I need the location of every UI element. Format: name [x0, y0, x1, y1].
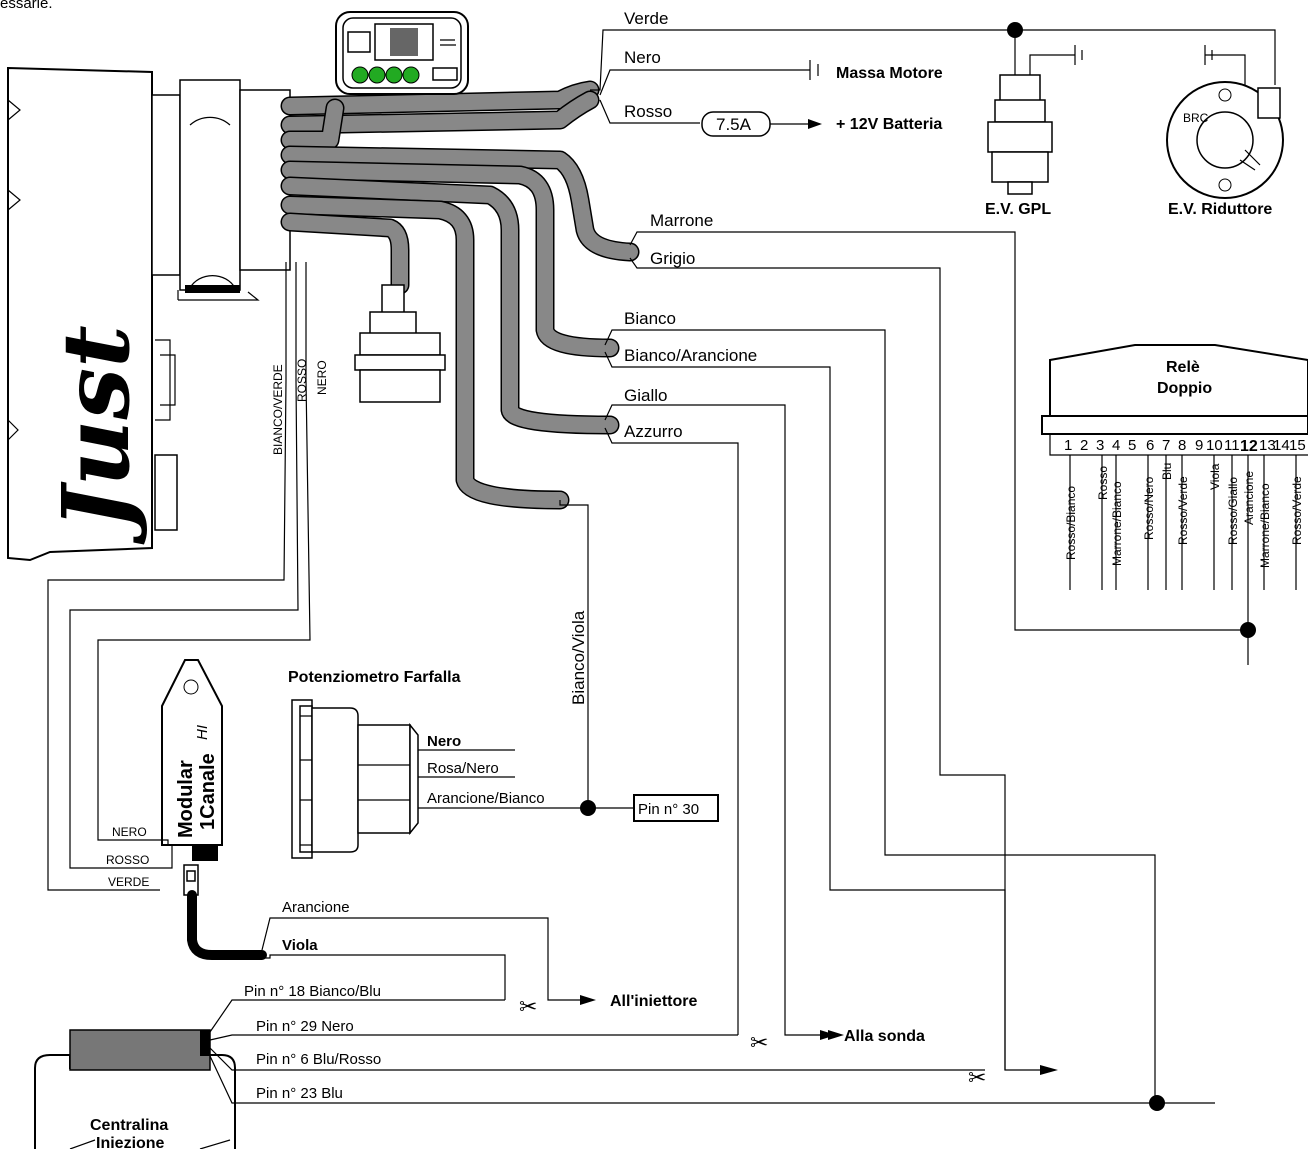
modular-1canale	[161, 659, 223, 896]
label-ev-riduttore: E.V. Riduttore	[1168, 201, 1272, 218]
rele-pin: 5	[1128, 437, 1136, 454]
rele-pin: 8	[1178, 437, 1186, 454]
rele-pin: 11	[1224, 437, 1240, 454]
rele-wire-label: Marrone/Bianco	[1258, 483, 1272, 568]
wire-label-giallo: Giallo	[624, 386, 667, 405]
wire-label-bianco-arancione: Bianco/Arancione	[624, 346, 757, 365]
centralina-label-1: Centralina	[90, 1117, 168, 1134]
rele-wire-label: Rosso	[1096, 466, 1110, 500]
rele-pin: 9	[1195, 437, 1203, 454]
centralina-iniezione	[34, 1029, 236, 1149]
rele-doppio	[1041, 344, 1308, 456]
wire-label-verde: Verde	[624, 9, 668, 28]
pin30-box	[633, 794, 719, 822]
modular-label-2: 1Canale	[197, 753, 219, 830]
rele-wire-label: Blu	[1160, 463, 1174, 480]
rele-wire-label: Viola	[1208, 463, 1222, 490]
rele-pin: 2	[1080, 437, 1088, 454]
modular-wire-rosso: ROSSO	[106, 853, 149, 867]
ev-riduttore-valve: BRC	[1166, 45, 1284, 199]
label-bianco-verde: BIANCO/VERDE	[271, 364, 285, 455]
wire-label-grigio: Grigio	[650, 249, 695, 268]
cable-bundle	[280, 80, 640, 510]
rele-pin: 10	[1206, 437, 1223, 454]
main-ecu-unit: Just	[7, 66, 291, 562]
pin6-label: Pin n° 6 Blu/Rosso	[256, 1051, 381, 1068]
rele-pin-wires: Rosso/Bianco Rosso Marrone/Bianco Rosso/…	[1064, 455, 1304, 665]
label-alla-sonda: Alla sonda	[844, 1028, 925, 1045]
pin23-label: Pin n° 23 Blu	[256, 1085, 343, 1102]
rele-wire-label: Arancione	[1242, 471, 1256, 525]
pin18-label: Pin n° 18 Bianco/Blu	[244, 983, 381, 1000]
rele-pin: 13	[1259, 437, 1276, 454]
svg-text:✂: ✂	[519, 995, 537, 1020]
pin30-label: Pin n° 30	[638, 801, 699, 818]
wire-label-bianco: Bianco	[624, 309, 676, 328]
rele-title-1: Relè	[1166, 359, 1200, 376]
fuse-label: 7.5A	[716, 115, 752, 134]
pot-wire-arancione-bianco: Arancione/Bianco	[427, 790, 545, 807]
modular-wire-arancione: Arancione	[282, 899, 350, 916]
svg-text:✂: ✂	[968, 1066, 986, 1091]
rele-pin: 4	[1112, 437, 1120, 454]
label-all-iniettore: All'iniettore	[610, 993, 697, 1010]
pot-wire-nero: Nero	[427, 733, 461, 750]
rele-pin: 7	[1162, 437, 1170, 454]
rele-pin: 12	[1240, 438, 1258, 455]
potenziometro-title: Potenziometro Farfalla	[288, 669, 461, 686]
rele-pin-numbers: 1 2 3 4 5 6 7 8 9 10 11 12 13 14 15	[1064, 437, 1306, 455]
label-brc: BRC	[1183, 111, 1209, 125]
label-rosso: ROSSO	[295, 359, 309, 402]
scissors-icon: ✂	[519, 995, 537, 1020]
cable-connector	[354, 284, 446, 403]
rele-title-2: Doppio	[1157, 380, 1212, 397]
modular-wire-nero: NERO	[112, 825, 147, 839]
selector-switch	[335, 11, 469, 95]
pin29-label: Pin n° 29 Nero	[256, 1018, 354, 1035]
label-ev-gpl: E.V. GPL	[985, 201, 1051, 218]
wire-label-bianco-viola: Bianco/Viola	[569, 610, 588, 705]
rele-pin: 14	[1273, 437, 1290, 454]
rele-pin: 15	[1289, 437, 1306, 454]
rele-wire-label: Marrone/Bianco	[1110, 481, 1124, 566]
modular-wire-verde: VERDE	[108, 875, 149, 889]
modular-hi: HI	[194, 725, 211, 740]
logo-text: Just	[42, 325, 150, 545]
centralina-label-2: Iniezione	[96, 1135, 165, 1149]
modular-wire-viola: Viola	[282, 937, 318, 954]
svg-text:✂: ✂	[750, 1031, 768, 1056]
wire-bianco-verde	[47, 262, 287, 891]
rele-pin: 6	[1146, 437, 1154, 454]
rele-wire-label: Rosso/Bianco	[1064, 486, 1078, 560]
wire-label-nero: Nero	[624, 48, 661, 67]
rele-pin: 1	[1064, 437, 1072, 454]
rele-wire-label: Rosso/Verde	[1176, 476, 1190, 545]
pot-wire-rosa-nero: Rosa/Nero	[427, 760, 499, 777]
rele-wire-label: Rosso/Nero	[1142, 476, 1156, 540]
rele-wire-label: Rosso/Giallo	[1226, 477, 1240, 545]
label-nero: NERO	[315, 360, 329, 395]
scissors-icon: ✂	[750, 1031, 768, 1056]
top-text-fragment: essarie.	[0, 0, 53, 12]
modular-label-1: Modular	[175, 760, 197, 838]
scissors-icon: ✂	[968, 1066, 986, 1091]
rele-wire-label: Rosso/Verde	[1290, 476, 1304, 545]
label-12v-batteria: + 12V Batteria	[836, 116, 942, 133]
wire-label-marrone: Marrone	[650, 211, 713, 230]
potenziometro-farfalla	[291, 699, 419, 859]
wire-label-azzurro: Azzurro	[624, 422, 683, 441]
rele-pin: 3	[1096, 437, 1104, 454]
label-massa-motore: Massa Motore	[836, 65, 943, 82]
wire-label-rosso: Rosso	[624, 102, 672, 121]
ev-gpl-valve	[987, 45, 1083, 195]
